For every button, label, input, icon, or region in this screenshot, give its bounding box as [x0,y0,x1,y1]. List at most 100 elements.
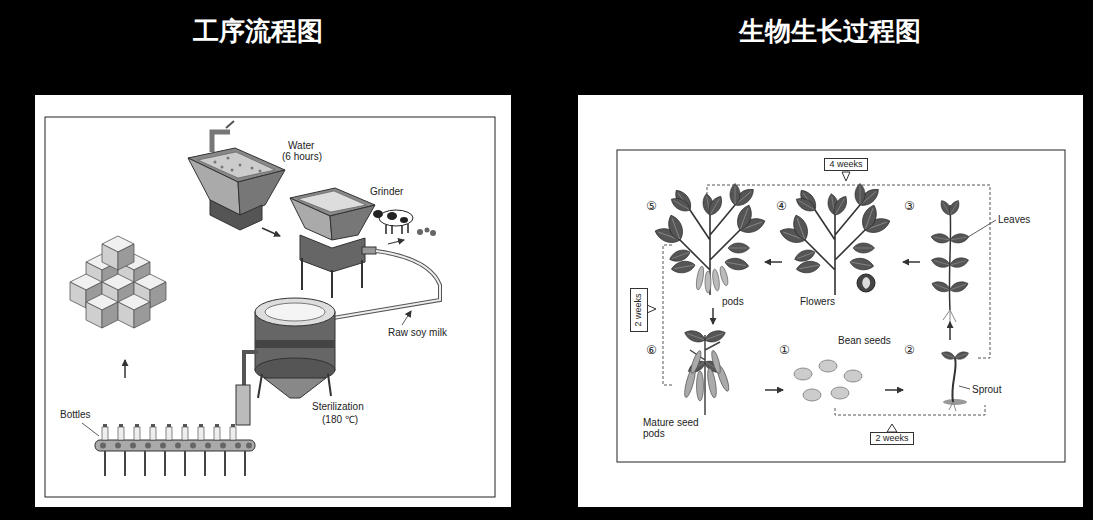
conveyor [145,443,151,449]
conveyor [82,423,255,476]
box-stack [70,236,166,328]
plant-stage-3 [930,279,951,294]
part-label: Grinder [370,186,403,197]
plant-stage-5 [695,266,705,291]
bean-seeds [819,360,837,372]
part-label: Bean seeds [838,335,891,346]
plant-stage-3 [968,220,996,237]
sprout [943,399,967,405]
sprout [949,402,956,411]
conveyor [119,424,123,427]
plant-stage-6 [689,350,703,375]
conveyor [100,443,252,449]
grinder [302,258,362,298]
part-label: Raw soy milk [388,327,447,338]
plant-stage-5 [719,266,730,287]
callout-number: ④ [776,200,787,213]
callout-number: ② [904,344,915,357]
callout-pointer [647,172,897,432]
plant-stage-5 [653,183,767,295]
box-stack [102,236,134,270]
soy-milk-pipe [333,251,440,318]
conveyor [220,443,226,449]
sprout [954,350,970,361]
soak-hopper [221,166,224,169]
sterilizer [236,385,250,425]
bean-seeds [803,389,821,401]
grinder [290,188,376,298]
part-label: (180 ℃) [322,414,358,425]
part-label: Leaves [998,214,1030,225]
conveyor [183,424,187,427]
conveyor [205,443,211,449]
plant-stage-6 [706,368,718,399]
sprout [940,350,970,411]
part-label: Sterilization [312,401,364,412]
plant-stage-6 [683,328,707,345]
plant-stage-4 [857,274,875,292]
soak-hopper [188,121,285,230]
plant-stage-6 [697,371,704,401]
grinder [290,198,332,240]
conveyor [105,451,245,476]
callout-box: 2 weeks [870,432,913,446]
soy-milk-pipe [333,251,440,325]
plant-stage-3 [948,279,969,294]
callout-box: 4 weeks [824,158,867,172]
plant-stage-6 [682,350,731,401]
callout-number: ⑥ [646,344,657,357]
callout-text: 4 weeks [829,160,862,170]
sprout [959,386,970,389]
white-panel [45,117,495,497]
conveyor [135,424,139,427]
bean-seeds [794,360,862,401]
panel-heading: 生物生长过程图 [739,16,921,47]
cycle-arrow [949,322,951,340]
white-panel [35,95,1083,507]
grinder [330,205,375,240]
bean-seeds [844,370,862,382]
part-label: Sprout [972,384,1001,395]
panel-heading: 工序流程图 [193,16,323,47]
conveyor [230,427,236,440]
plant-stage-3 [949,232,969,244]
part-label: (6 hours) [282,151,322,162]
callout-number: ① [779,344,790,357]
part-label: pods [722,296,744,307]
soak-hopper [214,161,217,164]
box-stack [86,294,118,328]
box-stack [118,294,150,328]
soak-hopper [214,157,262,173]
callout-text: 2 weeks [634,293,644,326]
plant-stage-3 [949,256,970,270]
plant-stage-3 [947,198,962,216]
cow [417,229,423,235]
white-panel [617,150,1065,462]
plant-stage-4 [862,277,870,289]
conveyor [103,424,107,427]
conveyor [150,427,156,440]
part-label: Bottles [60,409,91,420]
soak-hopper [212,132,230,152]
conveyor [95,440,255,451]
callout-text: 2 weeks [875,434,908,444]
callout-number: ⑤ [646,200,657,213]
plant-stage-6 [682,328,731,415]
cow [388,240,404,244]
soak-hopper [251,167,254,170]
conveyor [198,427,204,440]
plant-stage-4 [778,183,892,295]
cow [379,210,413,226]
plant-stage-5 [653,183,767,295]
soak-hopper [210,200,262,230]
conveyor [160,443,166,449]
soak-hopper [231,169,234,172]
conveyor [134,427,140,440]
soak-hopper [227,157,230,160]
plant-stage-3 [930,198,996,324]
cycle-arrow [903,261,920,263]
part-label: Flowers [800,296,835,307]
cow [373,210,436,244]
